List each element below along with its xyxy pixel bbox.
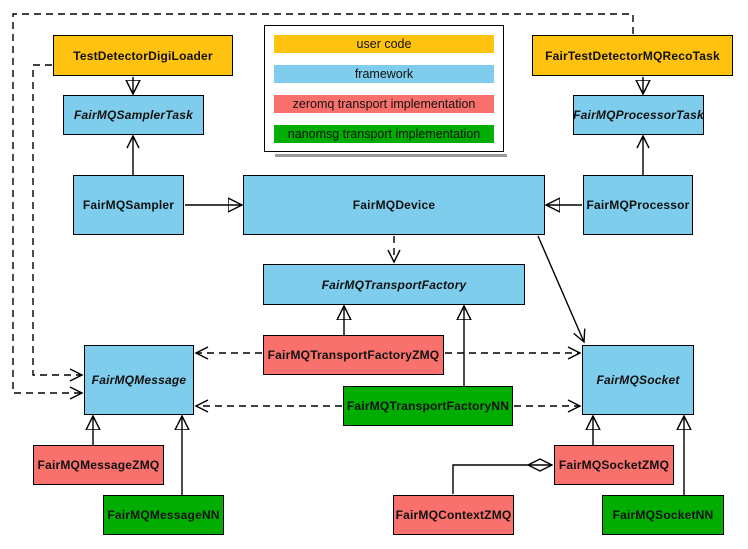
node-fairtestdetectormqrecotask: FairTestDetectorMQRecoTask xyxy=(532,35,733,76)
node-fairmqtransportfactory: FairMQTransportFactory xyxy=(263,264,525,305)
legend-label-nanomsg: nanomsg transport implementation xyxy=(287,127,481,141)
legend-label-zeromq: zeromq transport implementation xyxy=(292,97,476,111)
node-fairmqmessage: FairMQMessage xyxy=(84,345,194,415)
node-fairmqdevice: FairMQDevice xyxy=(243,175,545,235)
legend-swatch-zeromq: zeromq transport implementation xyxy=(274,95,494,113)
node-fairmqmessagezmq: FairMQMessageZMQ xyxy=(33,445,164,485)
node-testdetectordigiloader: TestDetectorDigiLoader xyxy=(53,35,233,76)
node-fairmqsocketzmq: FairMQSocketZMQ xyxy=(554,445,674,485)
node-fairmqmessagenn: FairMQMessageNN xyxy=(103,495,224,535)
node-fairmqsamplertask: FairMQSamplerTask xyxy=(63,95,204,135)
node-fairmqsampler: FairMQSampler xyxy=(73,175,184,235)
legend-box: user code framework zeromq transport imp… xyxy=(264,25,507,157)
legend-label-user-code: user code xyxy=(356,37,412,51)
edge-socketzmq-composes-contextzmq xyxy=(452,465,552,494)
legend-swatch-nanomsg: nanomsg transport implementation xyxy=(274,125,494,143)
legend-label-framework: framework xyxy=(354,67,414,81)
edge-device-uses-socket xyxy=(537,235,586,344)
node-fairmqtransportfactorynn: FairMQTransportFactoryNN xyxy=(343,386,513,426)
node-fairmqtransportfactoryzmq: FairMQTransportFactoryZMQ xyxy=(263,335,444,375)
legend-swatch-framework: framework xyxy=(274,65,494,83)
legend-swatch-user-code: user code xyxy=(274,35,494,53)
node-fairmqsocket: FairMQSocket xyxy=(582,345,694,415)
node-fairmqcontextzmq: FairMQContextZMQ xyxy=(393,495,514,535)
node-fairmqsocketnn: FairMQSocketNN xyxy=(602,495,724,535)
node-fairmqprocessor: FairMQProcessor xyxy=(583,175,693,235)
node-fairmqprocessortask: FairMQProcessorTask xyxy=(573,95,704,135)
